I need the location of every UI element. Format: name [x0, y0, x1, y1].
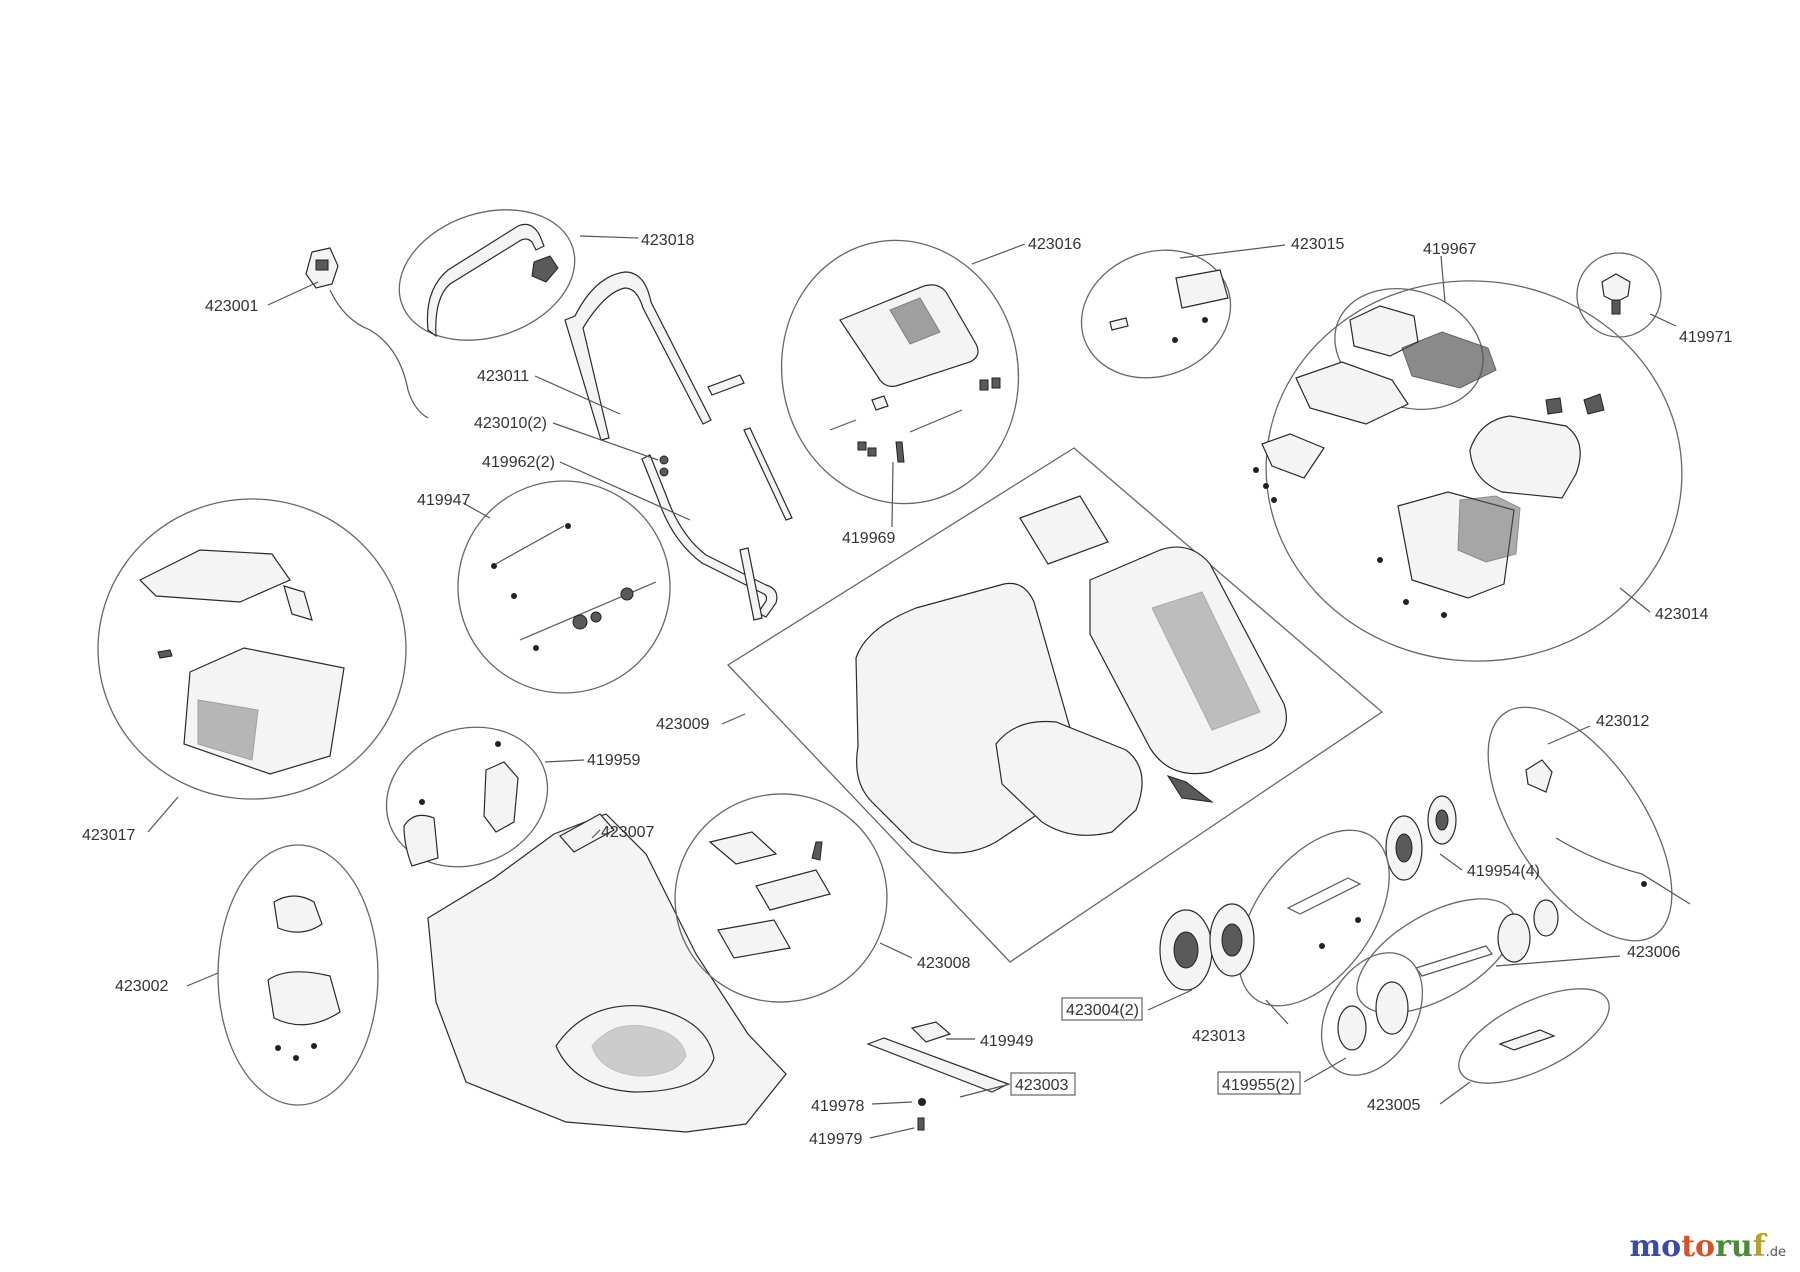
- part-423001-cable-switch: [267, 247, 429, 419]
- box-423004: [1061, 997, 1143, 1021]
- label-423015: 423015: [1291, 236, 1344, 253]
- group-419954-wheels: [1385, 795, 1463, 881]
- label-419954: 419954(4): [1467, 863, 1540, 880]
- label-423017: 423017: [82, 827, 135, 844]
- label-419959: 419959: [587, 752, 640, 769]
- label-423004: 423004(2): [1066, 1002, 1139, 1019]
- label-423013: 423013: [1192, 1028, 1245, 1045]
- label-423001: 423001: [205, 298, 258, 315]
- label-419962: 419962(2): [482, 454, 555, 471]
- group-423007-mower-deck: [427, 813, 787, 1133]
- group-423014-battery-housing: [1253, 280, 1683, 662]
- group-423018-upper-handle: [398, 209, 639, 341]
- label-419947: 419947: [417, 492, 470, 509]
- label-423011: 423011: [477, 368, 529, 385]
- group-423012-rear-axle: [1487, 706, 1691, 942]
- label-419967: 419967: [1423, 241, 1476, 258]
- label-419969: 419969: [842, 530, 895, 547]
- label-423007: 423007: [601, 824, 654, 841]
- box-423003: [1010, 1072, 1076, 1096]
- motoruf-logo: motoruf.de: [1629, 1229, 1786, 1264]
- group-419967-battery-cover: [1334, 255, 1497, 411]
- label-423006: 423006: [1627, 944, 1680, 961]
- label-423008: 423008: [917, 955, 970, 972]
- label-423003: 423003: [1015, 1077, 1068, 1094]
- label-419971: 419971: [1679, 329, 1732, 346]
- group-419959-rear-flap: [385, 726, 585, 868]
- group-423015-switch-box: [1080, 244, 1286, 379]
- label-423005: 423005: [1367, 1097, 1420, 1114]
- label-423009: 423009: [656, 716, 709, 733]
- label-423002: 423002: [115, 978, 168, 995]
- leader-423001: [267, 281, 319, 306]
- group-423005-mulch-plug: [1439, 988, 1610, 1105]
- group-423013-front-axle: [1238, 829, 1390, 1025]
- group-423011-lower-handle: [534, 271, 793, 621]
- group-423017-grass-box: [97, 498, 407, 833]
- group-423006-rear-axle-assembly: [1356, 898, 1621, 1014]
- group-423002-motor: [186, 844, 379, 1106]
- label-423010: 423010(2): [474, 415, 547, 432]
- group-419947-height-adjust: [457, 480, 671, 694]
- group-423004-front-wheels: [1147, 903, 1255, 1011]
- group-423008-side-flaps: [674, 793, 913, 1003]
- group-419955-rear-wheels: [1303, 952, 1424, 1083]
- label-419978: 419978: [811, 1098, 864, 1115]
- label-419955: 419955(2): [1222, 1077, 1295, 1094]
- label-419949: 419949: [980, 1033, 1033, 1050]
- label-423012: 423012: [1596, 713, 1649, 730]
- group-419971-knob: [1576, 252, 1677, 338]
- group-blade-assembly: [866, 1021, 1011, 1139]
- box-419955: [1217, 1071, 1301, 1095]
- label-423014: 423014: [1655, 606, 1708, 623]
- group-423016-control-cover: [780, 239, 1026, 528]
- group-423009-upper-housing: [721, 447, 1384, 963]
- label-423018: 423018: [641, 232, 694, 249]
- label-419979: 419979: [809, 1131, 862, 1148]
- label-423016: 423016: [1028, 236, 1081, 253]
